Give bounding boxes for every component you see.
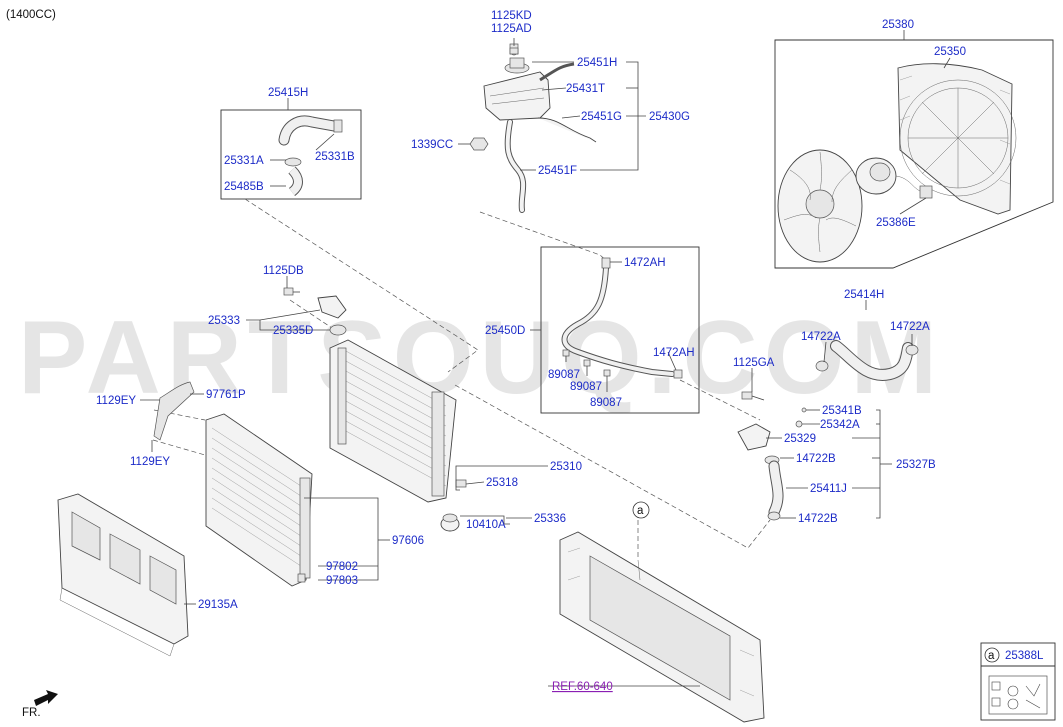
front-direction-label: FR. (22, 707, 41, 719)
cap-25336 (440, 513, 460, 532)
dashed-line-reservoir (479, 211, 609, 263)
label-14722A-left[interactable]: 14722A (801, 331, 841, 343)
radiator-25310 (329, 339, 457, 503)
label-97802[interactable]: 97802 (326, 561, 358, 573)
label-29135A[interactable]: 29135A (198, 599, 238, 611)
hose-25414H (815, 340, 919, 381)
label-25451G[interactable]: 25451G (581, 111, 622, 123)
label-1125AD[interactable]: 1125AD (491, 23, 532, 35)
reservoir-tank (483, 43, 551, 121)
legend-part-number[interactable]: 25388L (1005, 650, 1044, 662)
lower-hose-25327B (737, 407, 807, 521)
label-97803[interactable]: 97803 (326, 575, 358, 587)
hose-group-box-25415H (220, 109, 362, 200)
label-25333[interactable]: 25333 (208, 315, 240, 327)
label-97761P[interactable]: 97761P (206, 389, 246, 401)
label-1125DB[interactable]: 1125DB (263, 265, 304, 277)
dashed-line-bolt (679, 379, 761, 421)
label-25329[interactable]: 25329 (784, 433, 816, 445)
hose-25451H (539, 62, 575, 82)
label-89087-a[interactable]: 89087 (548, 369, 580, 381)
carrier-assembly (559, 531, 765, 723)
label-97606[interactable]: 97606 (392, 535, 424, 547)
dashed-line-upper-hose (244, 198, 479, 373)
label-89087-b[interactable]: 89087 (570, 381, 602, 393)
fan-motor-25386E (855, 157, 933, 199)
nut-1339CC (469, 137, 489, 151)
reference-link[interactable]: REF.60-640 (552, 681, 613, 693)
hose-25450D (561, 257, 683, 379)
bolt-1125GA (741, 391, 765, 401)
callout-a-text: a (637, 505, 644, 517)
label-1129EY-top[interactable]: 1129EY (96, 395, 136, 407)
label-25335D[interactable]: 25335D (273, 325, 313, 337)
label-25485B[interactable]: 25485B (224, 181, 264, 193)
dashed-line-bracket2 (152, 439, 206, 456)
label-25327B[interactable]: 25327B (896, 459, 936, 471)
callout-a-marker[interactable] (632, 501, 650, 519)
label-25430G[interactable]: 25430G (649, 111, 690, 123)
label-25411J[interactable]: 25411J (810, 483, 847, 495)
label-25341B[interactable]: 25341B (822, 405, 862, 417)
drain-plug-25318 (455, 479, 467, 488)
label-1339CC[interactable]: 1339CC (411, 139, 453, 151)
label-25451H[interactable]: 25451H (577, 57, 617, 69)
mount-bracket-25333 (317, 295, 347, 336)
hose-25451G (537, 117, 597, 143)
label-14722B-top[interactable]: 14722B (796, 453, 836, 465)
label-25431T[interactable]: 25431T (566, 83, 605, 95)
front-arrow-icon (34, 690, 58, 706)
label-10410A[interactable]: 10410A (466, 519, 506, 531)
warning-label-icon (988, 675, 1048, 715)
label-25386E[interactable]: 25386E (876, 217, 916, 229)
fan-blade-25380 (777, 149, 863, 263)
fan-group-box-25380 (774, 39, 1054, 269)
label-14722B-bottom[interactable]: 14722B (798, 513, 838, 525)
engine-note: (1400CC) (6, 9, 56, 21)
dashed-line-mount (289, 299, 336, 331)
label-25350[interactable]: 25350 (934, 46, 966, 58)
legend-a-text: a (988, 650, 995, 662)
legend-box (980, 642, 1056, 721)
label-25415H[interactable]: 25415H (268, 87, 308, 99)
bracket-97761P (153, 381, 195, 441)
label-1125KD[interactable]: 1125KD (491, 10, 532, 22)
label-25331B[interactable]: 25331B (315, 151, 355, 163)
bolt-1125DB (283, 287, 300, 296)
label-14722A-right[interactable]: 14722A (890, 321, 930, 333)
label-25331A[interactable]: 25331A (224, 155, 264, 167)
watermark-text: PARTSOUQ.COM (18, 300, 943, 416)
condenser-97606 (205, 413, 313, 587)
label-25318[interactable]: 25318 (486, 477, 518, 489)
label-89087-c[interactable]: 89087 (590, 397, 622, 409)
label-25451F[interactable]: 25451F (538, 165, 577, 177)
label-1129EY-bottom[interactable]: 1129EY (130, 456, 170, 468)
label-25450D[interactable]: 25450D (485, 325, 525, 337)
label-25310[interactable]: 25310 (550, 461, 582, 473)
label-25342A[interactable]: 25342A (820, 419, 860, 431)
bolt-1125KD (509, 47, 519, 55)
air-guard-29135A (57, 493, 189, 657)
label-25336[interactable]: 25336 (534, 513, 566, 525)
fan-shroud-25350 (897, 63, 1017, 215)
label-25414H[interactable]: 25414H (844, 289, 884, 301)
label-1472AH-top[interactable]: 1472AH (624, 257, 666, 269)
label-1125GA[interactable]: 1125GA (733, 357, 775, 369)
leader-lines (140, 30, 951, 687)
label-1472AH-bottom[interactable]: 1472AH (653, 347, 695, 359)
legend-a-marker (984, 647, 1000, 663)
label-25380[interactable]: 25380 (882, 19, 914, 31)
upper-hose-25415H (278, 115, 343, 196)
